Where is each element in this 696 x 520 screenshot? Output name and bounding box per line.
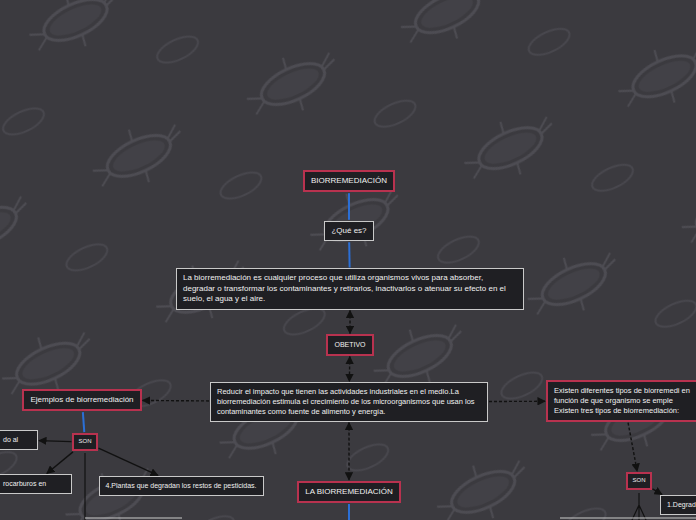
node-text: rocarburos en <box>3 479 65 488</box>
type-box: 1.Degrad <box>660 495 696 514</box>
cut-box-edge <box>85 518 182 519</box>
definition-box: La biorremediación es cualquier proceso … <box>176 268 524 309</box>
example-box: 4.Plantas que degradan los restos de pes… <box>99 476 264 495</box>
heading-box: LA BIORREMEDIACIÓN <box>297 481 401 503</box>
connector <box>47 452 73 474</box>
connector <box>143 400 209 402</box>
node-text: ¿Qué es? <box>331 226 366 236</box>
connector-box: SON <box>626 472 651 490</box>
node-text: SON <box>632 477 645 485</box>
node-text: Reducir el impacto que tienen las activi… <box>217 387 481 416</box>
connector <box>653 489 662 495</box>
connector-box: SON <box>72 433 97 451</box>
connector <box>83 412 84 432</box>
heading-box: Ejemplos de biorremediación <box>22 389 141 411</box>
title-box: BIORREMEDIACIÓN <box>303 170 395 192</box>
connector <box>489 401 545 403</box>
blue-line <box>348 504 350 520</box>
branch-line <box>632 493 646 520</box>
connector <box>348 193 350 220</box>
cut-box-edge <box>560 518 696 519</box>
node-text: OBETIVO <box>334 340 365 349</box>
node-text: 1.Degrad <box>667 500 693 509</box>
connector <box>39 440 71 442</box>
heading-box: Existen diferentes tipos de biorremedi e… <box>546 380 696 421</box>
connector <box>349 357 351 382</box>
branch-line <box>84 453 85 520</box>
connector <box>348 242 350 267</box>
node-text: La biorremediación es cualquier proceso … <box>183 273 517 304</box>
node-text: BIORREMEDIACIÓN <box>311 176 387 186</box>
node-text: 4.Plantas que degradan los restos de pes… <box>106 481 257 490</box>
text-box: Reducir el impacto que tienen las activi… <box>210 382 488 421</box>
connector <box>348 423 349 480</box>
node-text: Ejemplos de biorremediación <box>30 395 133 405</box>
example-box: rocarburos en <box>0 474 72 493</box>
connector <box>628 423 637 471</box>
node-text: SON <box>78 438 91 446</box>
heading-box: OBETIVO <box>326 334 373 355</box>
connector <box>349 311 350 334</box>
node-text: LA BIORREMEDIACIÓN <box>305 487 393 497</box>
example-box: do al <box>0 430 38 449</box>
node-text: Existen diferentes tipos de biorremedi e… <box>554 386 694 415</box>
node-text: do al <box>3 435 31 444</box>
connector <box>99 448 158 475</box>
question-box: ¿Qué es? <box>324 221 373 241</box>
